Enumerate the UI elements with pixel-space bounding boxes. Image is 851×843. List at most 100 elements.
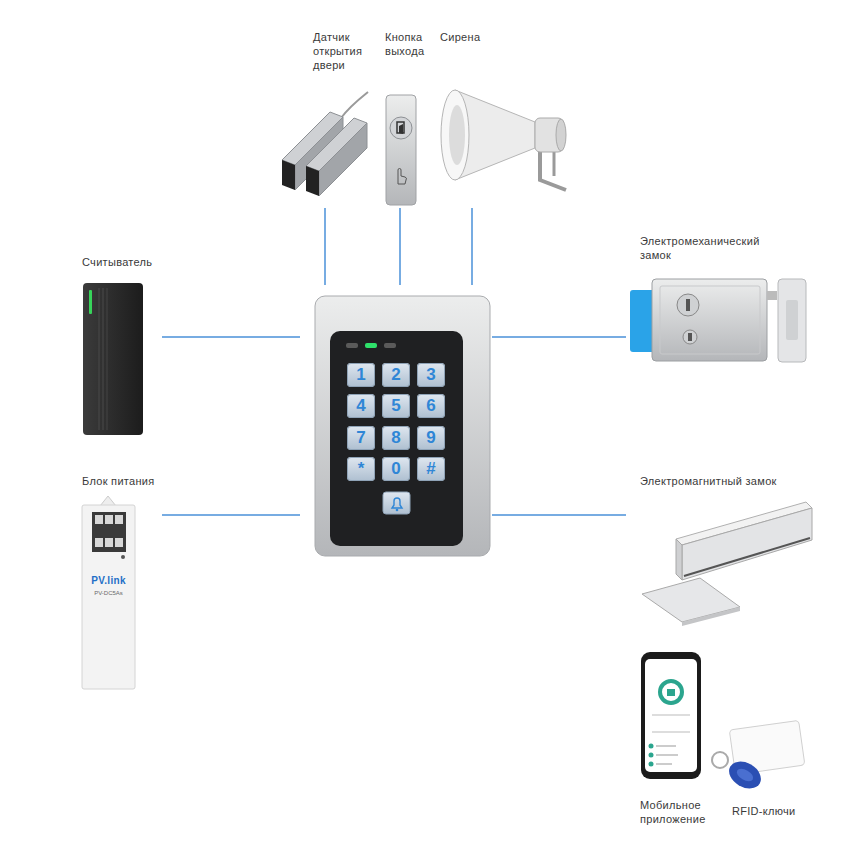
electromagnetic-lock-illustration-part — [682, 508, 812, 580]
device-label: Кнопка выхода — [385, 30, 435, 58]
keypad-illustration-part — [396, 509, 399, 512]
electromagnetic-lock-illustration-part — [682, 607, 740, 626]
electromechanical-lock-illustration-part — [683, 330, 697, 344]
device-label: Датчик открытия двери — [313, 30, 379, 72]
electromechanical-lock-illustration — [630, 279, 806, 362]
siren: Сирена — [438, 30, 568, 208]
keypad-controller: 123456789*0# — [300, 285, 492, 560]
mobile-phone-illustration-part — [656, 745, 676, 747]
power-supply-illustration-part — [92, 512, 126, 552]
mobile-phone-illustration-part — [656, 754, 678, 756]
electromechanical-lock-illustration-part — [677, 294, 699, 316]
power-supply-illustration-part — [82, 505, 135, 689]
keypad-key: 8 — [382, 426, 410, 450]
rfid-keys-illustration-part — [712, 752, 728, 768]
keypad-illustration — [315, 296, 490, 556]
electromagnetic-lock-illustration — [642, 502, 812, 626]
device-label: Блок питания — [82, 474, 155, 488]
door-sensor-illustration-part — [306, 166, 319, 196]
mobile-phone-illustration-part — [656, 763, 672, 765]
exit-button-illustration-part — [386, 95, 416, 205]
connector-line — [492, 514, 626, 516]
mobile-phone-illustration-part — [649, 762, 654, 767]
power-supply-illustration — [82, 496, 135, 689]
keypad-illustration-part — [384, 343, 396, 348]
card-reader: Считыватель — [78, 255, 162, 440]
keypad-illustration-part — [383, 492, 410, 514]
card-reader-illustration-part — [99, 288, 100, 430]
electromechanical-lock-illustration-part — [652, 279, 767, 361]
electromechanical-lock-illustration-part — [767, 291, 777, 300]
device-label: Сирена — [440, 30, 480, 44]
keypad-key: 2 — [382, 363, 410, 387]
mobile-phone-illustration-part — [649, 744, 654, 749]
mobile-phone-illustration-part — [667, 689, 675, 696]
power-supply-illustration-part — [95, 538, 103, 547]
power-supply-illustration-part — [95, 515, 103, 524]
keypad-key: 6 — [417, 394, 445, 418]
exit-button-illustration-part — [397, 122, 404, 133]
keypad-key: 5 — [382, 394, 410, 418]
keypad-illustration-part — [330, 331, 463, 546]
electromechanical-lock-illustration-part — [786, 300, 798, 340]
electromechanical-lock: Электромеханический замок — [626, 234, 810, 364]
electromechanical-lock-illustration-part — [688, 333, 692, 341]
caption-label: Мобильное приложение — [640, 798, 710, 826]
electromagnetic-lock-illustration-part — [642, 578, 740, 622]
mobile-phone-illustration-part — [645, 659, 697, 772]
power-supply-illustration-part — [105, 538, 113, 547]
electromechanical-lock-illustration-part — [686, 299, 690, 311]
rfid-keys-illustration — [712, 720, 805, 794]
siren-illustration — [441, 90, 566, 190]
card-reader-illustration — [83, 283, 143, 435]
electromechanical-lock-illustration-part — [660, 286, 760, 354]
exit-button-illustration-part — [399, 124, 403, 134]
mobile-phone-illustration — [641, 652, 701, 779]
power-supply-illustration-part — [115, 515, 123, 524]
keypad-illustration-part — [365, 343, 377, 348]
connector-line — [162, 514, 300, 516]
power-supply-illustration-part — [121, 555, 125, 559]
mobile-phone-illustration-part — [641, 652, 701, 779]
electromechanical-lock-illustration-part — [778, 279, 806, 362]
keypad-key: 1 — [347, 363, 375, 387]
door-sensor-illustration — [282, 92, 368, 196]
connector-line — [471, 208, 473, 285]
mobile-phone-illustration-part — [652, 714, 690, 716]
model-number: PV-DC5As — [82, 589, 135, 597]
siren-illustration-part — [553, 150, 556, 176]
mobile-phone-illustration-part — [660, 681, 682, 703]
caption-label: RFID-ключи — [732, 804, 796, 818]
device-label: Электромагнитный замок — [640, 474, 777, 488]
device-label: Электромеханический замок — [640, 234, 770, 262]
card-reader-illustration-part — [83, 283, 143, 435]
connector-line — [399, 208, 401, 285]
door-sensor-illustration-part — [319, 123, 367, 196]
power-supply: Блок питанияPV.linkPV-DC5As — [78, 474, 162, 690]
exit-button-illustration — [386, 95, 416, 205]
connector-line — [492, 336, 626, 338]
device-label: Считыватель — [82, 255, 152, 269]
card-reader-illustration-part — [89, 290, 92, 314]
keypad-illustration-part — [392, 498, 402, 508]
electromagnetic-lock: Электромагнитный замок — [626, 474, 818, 630]
keypad-key: # — [417, 457, 445, 481]
card-reader-illustration-part — [107, 288, 108, 430]
mobile-phone-illustration-part — [649, 753, 654, 758]
rfid-keys-illustration-part — [724, 756, 765, 794]
exit-button-illustration-part — [398, 169, 406, 185]
electromagnetic-lock-illustration-part — [684, 538, 810, 576]
keypad-illustration-part — [315, 296, 490, 556]
keypad-illustration-part — [346, 343, 358, 348]
siren-illustration-part — [540, 150, 566, 190]
connector-line — [324, 208, 326, 285]
power-supply-illustration-part — [105, 515, 113, 524]
siren-illustration-part — [556, 119, 566, 151]
siren-illustration-part — [441, 90, 469, 180]
rfid-keys-illustration-part — [735, 766, 756, 784]
electromagnetic-lock-illustration-part — [676, 539, 682, 580]
exit-button-illustration-part — [390, 117, 412, 139]
